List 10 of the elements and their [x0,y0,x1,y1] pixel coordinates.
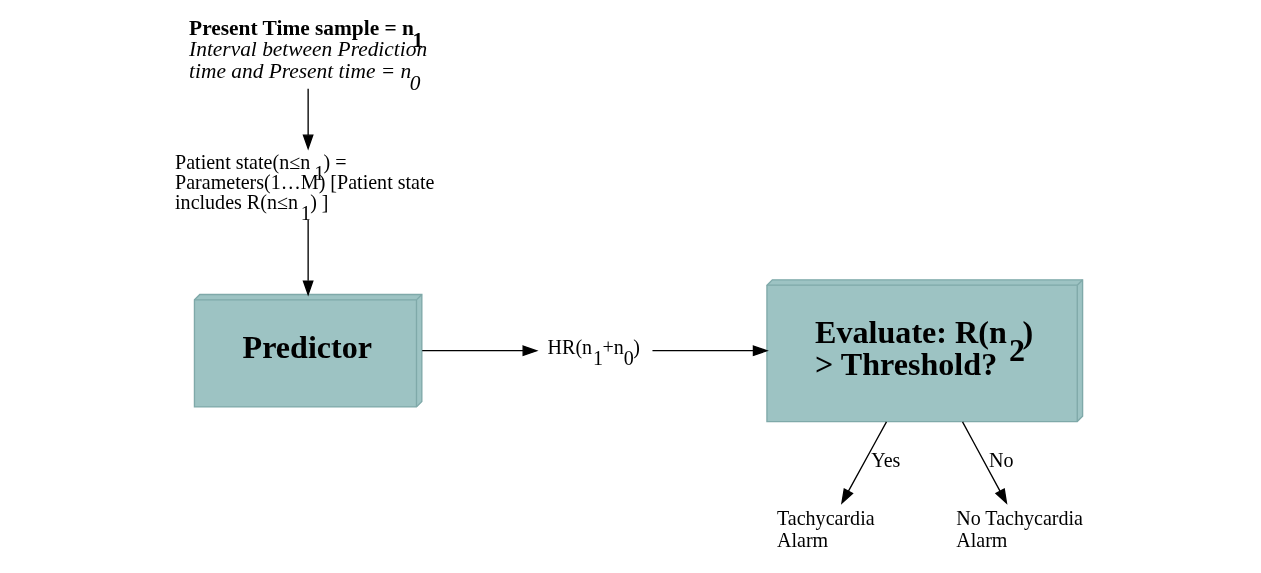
edge-label: Yes [871,449,901,472]
node-text: Tachycardia Alarm [776,506,875,552]
arrow [961,421,1008,505]
arrow [302,219,314,297]
arrow [302,88,314,151]
arrow [840,421,888,505]
node-text: No Tachycardia Alarm [956,506,1084,552]
arrow [421,345,539,357]
edge-label: No [988,449,1014,472]
arrow [651,345,769,357]
